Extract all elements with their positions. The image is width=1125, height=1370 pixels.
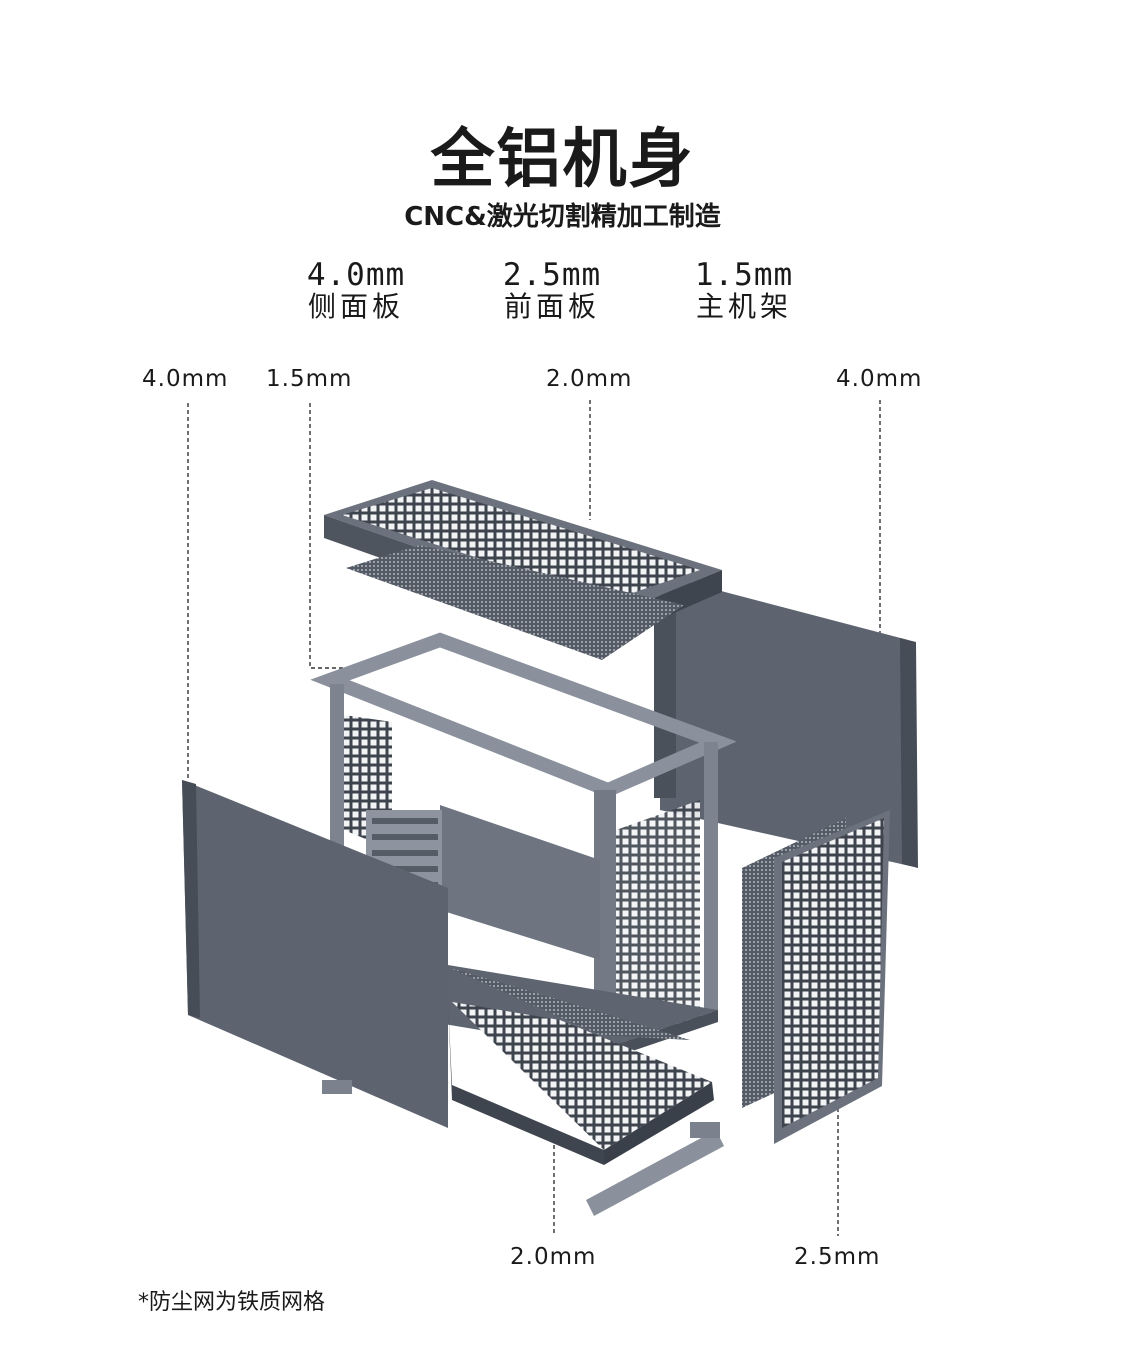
left-side-panel xyxy=(182,780,448,1128)
callout-front-panel: 2.5mm xyxy=(794,1244,881,1270)
page-title: 全铝机身 xyxy=(430,123,695,197)
callout-frame: 1.5mm xyxy=(266,366,353,392)
page-subtitle: CNC&激光切割精加工制造 xyxy=(404,202,721,232)
spec-value: 1.5mm xyxy=(694,257,794,293)
spec-front-panel: 2.5mm 前面板 xyxy=(452,258,652,322)
spec-side-panel: 4.0mm 侧面板 xyxy=(256,258,456,322)
spec-label: 主机架 xyxy=(695,290,792,323)
callout-top-panel: 2.0mm xyxy=(546,366,633,392)
spec-value: 2.5mm xyxy=(502,257,602,293)
spec-frame: 1.5mm 主机架 xyxy=(644,258,844,322)
front-panel xyxy=(742,810,890,1144)
callout-right-side-panel: 4.0mm xyxy=(836,366,923,392)
callout-left-side-panel: 4.0mm xyxy=(142,366,229,392)
bottom-panel xyxy=(448,968,724,1216)
right-side-panel xyxy=(654,575,918,868)
top-panel xyxy=(324,480,722,660)
spec-value: 4.0mm xyxy=(306,257,406,293)
spec-label: 侧面板 xyxy=(307,290,404,323)
footnote: *防尘网为铁质网格 xyxy=(138,1290,326,1315)
spec-label: 前面板 xyxy=(503,290,600,323)
callout-bottom-panel: 2.0mm xyxy=(510,1244,597,1270)
